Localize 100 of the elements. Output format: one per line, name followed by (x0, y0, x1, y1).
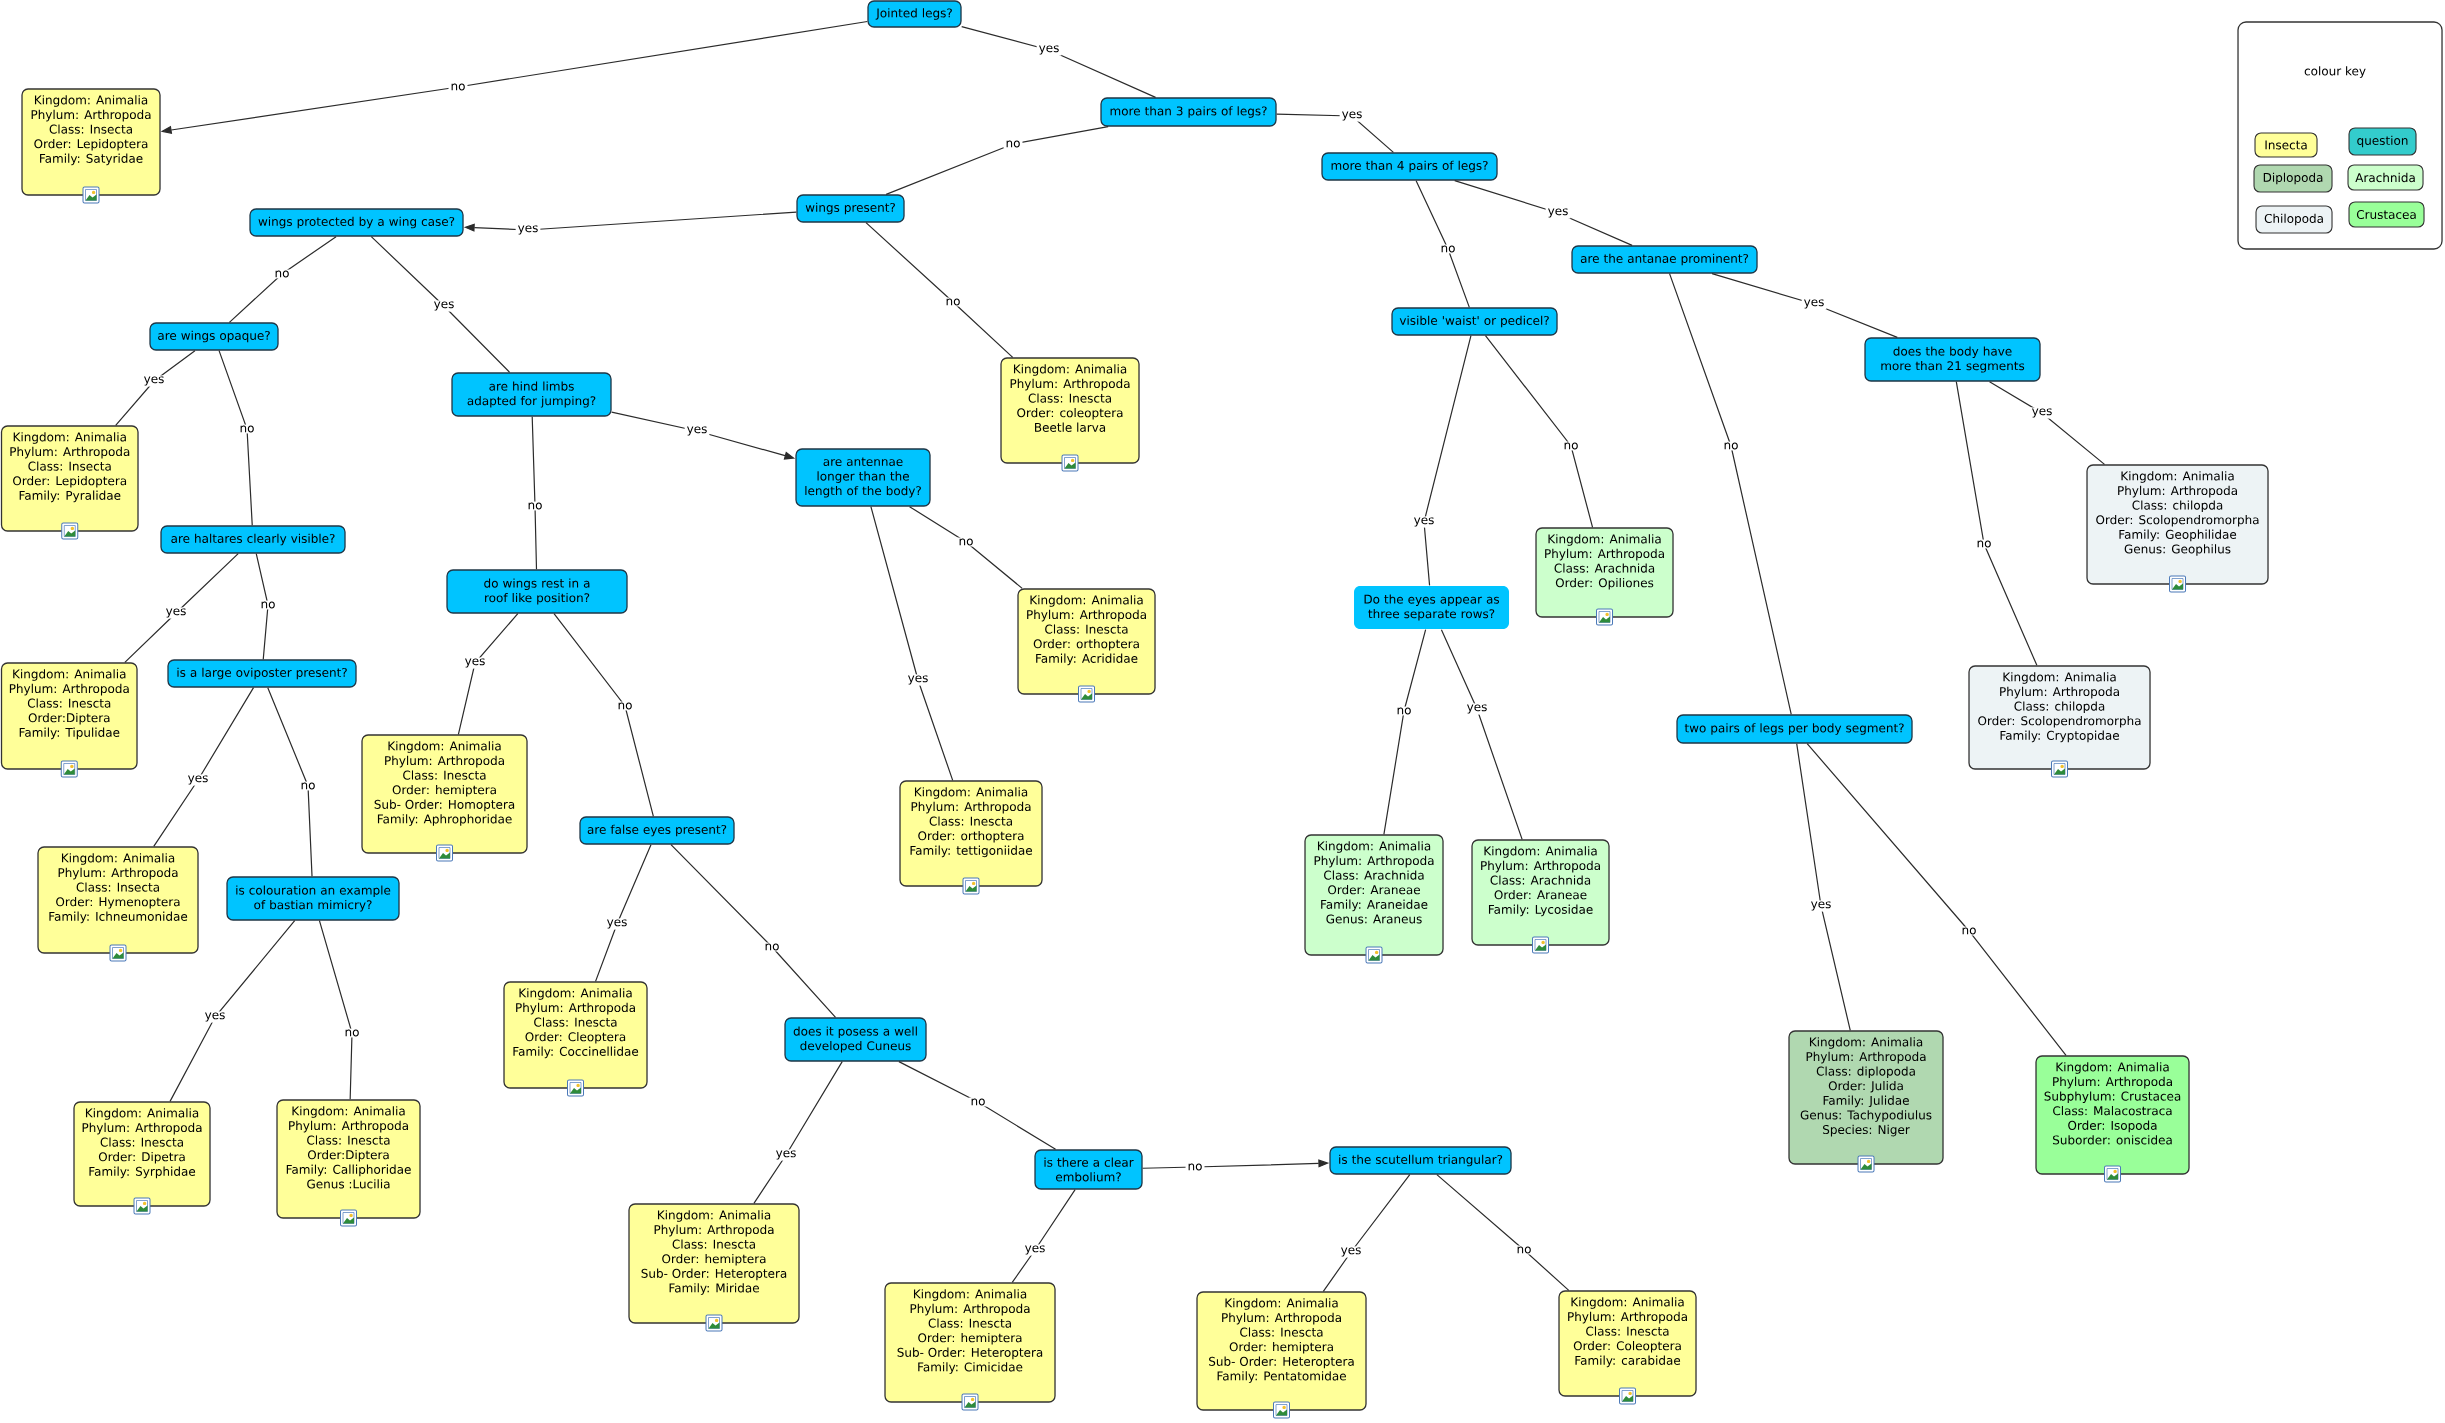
connector-line (531, 416, 538, 570)
classification-box: Kingdom: Animalia Phylum: Arthropoda Class: Arachnida Order: Opiliones (1535, 527, 1674, 618)
edge-label: yes (905, 674, 931, 686)
edge-label: no (1721, 441, 1741, 451)
classification-box: Kingdom: Animalia Phylum: Arthropoda Class: Insecta Order: Hymenoptera Family: Ichneumonidae (37, 846, 199, 954)
question-box: is colouration an example of bastian mimicry? (226, 876, 400, 921)
edge-label: yes (684, 425, 710, 437)
edge-label: no (1514, 1245, 1534, 1255)
classification-box: Kingdom: Animalia Phylum: Arthropoda Class: Inescta Order: hemiptera Sub- Order: Homoptera Family: Aphrophoridae (361, 734, 528, 854)
question-box: is a large oviposter present? (167, 659, 357, 688)
connector-line (961, 26, 1157, 98)
edge-label: no (1974, 539, 1994, 549)
question-box: Jointed legs? (867, 0, 962, 28)
classification-box: Kingdom: Animalia Phylum: Arthropoda Class: Arachnida Order: Araneae Family: Lycosidae (1471, 839, 1610, 946)
classification-box: Kingdom: Animalia Phylum: Arthropoda Class: chilopda Order: Scolopendromorpha Family: Geophilidae Genus: Geophilus (2086, 464, 2269, 585)
connector-line (1796, 743, 1851, 1031)
classification-box: Kingdom: Animalia Phylum: Arthropoda Class: Inescta Order: hemiptera Sub- Order: Heteroptera Family: Cimicidae (884, 1282, 1056, 1403)
edge-label: no (258, 600, 278, 610)
legend-title: colour key (2304, 66, 2366, 78)
connector-line (870, 506, 954, 781)
connector-line (1415, 180, 1470, 308)
question-box: is the scutellum triangular? (1329, 1146, 1512, 1175)
classification-box: Kingdom: Animalia Phylum: Arthropoda Class: Insecta Order: Lepidoptera Family: Pyralidae (0, 425, 139, 532)
question-box: wings present? (796, 194, 905, 223)
connector-line (908, 506, 1023, 589)
classification-box: Kingdom: Animalia Phylum: Arthropoda Subphylum: Crustacea Class: Malacostraca Order: Isopoda Suborder: oniscidea (2035, 1055, 2190, 1175)
question-box: are hind limbs adapted for jumping? (451, 372, 612, 417)
question-box: more than 3 pairs of legs? (1100, 97, 1277, 127)
edge-label: yes (1801, 298, 1827, 310)
connector-line (370, 236, 511, 373)
question-box: do wings rest in a roof like position? (446, 569, 628, 614)
connector-line (1711, 273, 1898, 338)
edge-label: no (956, 537, 976, 547)
connector-line (865, 222, 1014, 358)
connector-line (267, 687, 313, 877)
question-box: visible 'waist' or pedicel? (1391, 307, 1558, 336)
edge-label: no (943, 297, 963, 307)
connector-line (457, 613, 519, 735)
question-box: wings protected by a wing case? (249, 208, 464, 237)
connector-line (898, 1061, 1057, 1150)
edge-label: no (1438, 244, 1458, 254)
edge-label: yes (773, 1149, 799, 1161)
edge-label: no (1185, 1162, 1205, 1172)
classification-box: Kingdom: Animalia Phylum: Arthropoda Class: Arachnida Order: Araneae Family: Araneidae Genus: Araneus (1304, 834, 1444, 956)
edge-label: no (342, 1028, 362, 1038)
connector-line (553, 613, 654, 817)
edge-label: no (615, 701, 635, 711)
connector-line (1423, 335, 1472, 586)
edge-label: no (525, 501, 545, 511)
edge-label: yes (141, 375, 167, 387)
edge-label: yes (431, 300, 457, 312)
edge-label: yes (185, 774, 211, 786)
edge-label: no (298, 781, 318, 791)
connector-line (228, 236, 337, 323)
question-box: more than 4 pairs of legs? (1321, 152, 1498, 181)
connector-line (169, 920, 296, 1102)
edge-label: yes (1808, 900, 1834, 912)
question-box: are wings opaque? (149, 322, 279, 351)
connector-line (1988, 381, 2106, 465)
question-box: two pairs of legs per body segment? (1676, 714, 1913, 744)
edge-label: yes (462, 657, 488, 669)
classification-box: Kingdom: Animalia Phylum: Arthropoda Class: Insecta Order: Lepidoptera Family: Satyridae (21, 88, 161, 196)
question-box: are the antanae prominent? (1571, 245, 1758, 274)
question-box: is there a clear embolium? (1034, 1149, 1143, 1190)
question-box: does it posess a well developed Cuneus (784, 1017, 927, 1062)
classification-box: Kingdom: Animalia Phylum: Arthropoda Class: Inescta Order: Cleoptera Family: Coccinellidae (503, 981, 648, 1089)
connector-line (153, 687, 255, 847)
connector-line (255, 553, 269, 660)
classification-box: Kingdom: Animalia Phylum: Arthropoda Class: Inescta Order: orthoptera Family: Acrididae (1017, 588, 1156, 695)
connector-line (1806, 743, 2067, 1056)
connector-line (594, 844, 652, 982)
question-box: Do the eyes appear as three separate rows? (1354, 586, 1509, 629)
question-box: are false eyes present? (579, 816, 735, 845)
edge-label: no (762, 942, 782, 952)
connector-line (1436, 1174, 1570, 1291)
edge-label: yes (1036, 44, 1062, 56)
edge-label: no (448, 82, 468, 92)
edge-label: no (237, 424, 257, 434)
question-box: does the body have more than 21 segments (1864, 337, 2041, 382)
edge-label: yes (1411, 516, 1437, 528)
connector-line (1440, 629, 1523, 840)
classification-box: Kingdom: Animalia Phylum: Arthropoda Class: diplopoda Order: Julida Family: Julidae Genus: Tachypodiulus Species: Niger (1788, 1030, 1944, 1165)
connector-line (1668, 273, 1792, 715)
classification-box: Kingdom: Animalia Phylum: Arthropoda Class: Inescta Order:Diptera Family: Tipulidae (0, 662, 138, 770)
classification-box: Kingdom: Animalia Phylum: Arthropoda Class: chilopda Order: Scolopendromorpha Family: Cryptopidae (1968, 665, 2151, 770)
edge-label: yes (515, 224, 541, 236)
connector-line (1011, 1189, 1076, 1283)
classification-box: Kingdom: Animalia Phylum: Arthropoda Class: Inescta Order: hemiptera Sub- Order: Heteroptera Family: Miridae (628, 1203, 800, 1324)
edge-label: no (1959, 926, 1979, 936)
edge-label: yes (1022, 1244, 1048, 1256)
question-box: are haltares clearly visible? (160, 525, 346, 554)
connector-line (753, 1061, 843, 1204)
edge-label: yes (1545, 207, 1571, 219)
edge-label: yes (2029, 407, 2055, 419)
connector-line (1484, 335, 1594, 528)
classification-box: Kingdom: Animalia Phylum: Arthropoda Class: Inescta Order: Coleoptera Family: carabidae (1558, 1290, 1697, 1397)
edge-label: yes (1339, 110, 1365, 122)
classification-box: Kingdom: Animalia Phylum: Arthropoda Class: Inescta Order: hemiptera Sub- Order: Heteroptera Family: Pentatomidae (1196, 1291, 1367, 1411)
classification-box: Kingdom: Animalia Phylum: Arthropoda Class: Inescta Order:Diptera Family: Calliphoridae Genus :Lucilia (276, 1099, 421, 1219)
edge-label: yes (163, 607, 189, 619)
